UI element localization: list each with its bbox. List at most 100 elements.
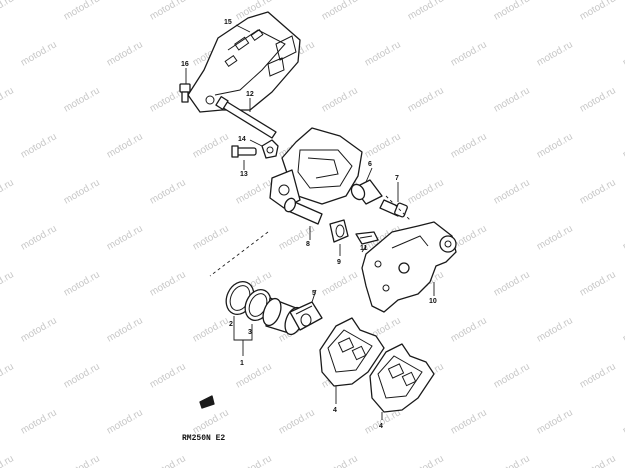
callout-7: 7 [395, 175, 399, 182]
watermark-text: motod.ru [492, 85, 532, 114]
watermark-text: motod.ru [19, 39, 59, 68]
callout-14: 14 [238, 136, 246, 143]
watermark-text: motod.ru [406, 177, 446, 206]
watermark-text: motod.ru [363, 39, 403, 68]
callout-15: 15 [224, 19, 232, 26]
callout-6: 6 [368, 161, 372, 168]
watermark-text: motod.ru [148, 0, 188, 23]
caliper-body [269, 127, 363, 209]
watermark-text: motod.ru [62, 0, 102, 23]
callout-9: 9 [337, 259, 341, 266]
callout-8: 8 [306, 241, 310, 248]
watermark-text: motod.ru [578, 361, 618, 390]
watermark-text: motod.ru [363, 131, 403, 160]
watermark-text: motod.ru [105, 407, 145, 436]
pin-boot [329, 219, 349, 243]
watermark-text: motod.ru [621, 315, 625, 344]
caliper-pin [215, 95, 277, 139]
watermark-text: motod.ru [191, 315, 231, 344]
watermark-text: motod.ru [0, 361, 16, 390]
caliper-bracket [361, 221, 457, 313]
bleeder-valve [231, 145, 257, 158]
callout-11: 11 [360, 245, 368, 252]
watermark-text: motod.ru [320, 269, 360, 298]
watermark-text: motod.ru [148, 177, 188, 206]
callout-10: 10 [429, 298, 437, 305]
callout-1: 1 [240, 360, 244, 367]
watermark-text: motod.ru [449, 407, 489, 436]
watermark-text: motod.ru [191, 131, 231, 160]
watermark-text: motod.ru [492, 453, 532, 468]
watermark-text: motod.ru [406, 0, 446, 23]
callout-16: 16 [181, 61, 189, 68]
watermark-text: motod.ru [191, 223, 231, 252]
watermark-text: motod.ru [62, 453, 102, 468]
watermark-text: motod.ru [234, 177, 274, 206]
watermark-text: motod.ru [535, 407, 575, 436]
watermark-text: motod.ru [578, 0, 618, 23]
callout-12: 12 [246, 91, 254, 98]
callout-2: 2 [229, 321, 233, 328]
callout-13: 13 [240, 171, 248, 178]
watermark-text: motod.ru [406, 453, 446, 468]
watermark-text: motod.ru [277, 223, 317, 252]
watermark-text: motod.ru [621, 223, 625, 252]
watermark-text: motod.ru [621, 39, 625, 68]
watermark-text: motod.ru [0, 453, 16, 468]
callout-4-outer: 4 [379, 423, 383, 430]
watermark-text: motod.ru [62, 177, 102, 206]
watermark-text: motod.ru [277, 407, 317, 436]
callout-3: 3 [248, 329, 252, 336]
watermark-text: motod.ru [0, 269, 16, 298]
watermark-text: motod.ru [0, 177, 16, 206]
slide-pin [283, 197, 323, 225]
watermark-text: motod.ru [621, 407, 625, 436]
watermark-text: motod.ru [578, 453, 618, 468]
watermark-text: motod.ru [363, 407, 403, 436]
watermark-text: motod.ru [578, 85, 618, 114]
watermark-text: motod.ru [492, 269, 532, 298]
watermark-text: motod.ru [449, 315, 489, 344]
watermark-text: motod.ru [234, 453, 274, 468]
watermark-text: motod.ru [62, 269, 102, 298]
watermark-text: motod.ru [148, 361, 188, 390]
watermark-text: motod.ru [621, 131, 625, 160]
slide-bolt [379, 199, 408, 218]
diagram-code: RM250N E2 [182, 434, 225, 443]
watermark-text: motod.ru [19, 131, 59, 160]
watermark-text: motod.ru [492, 0, 532, 23]
leader-lines [185, 24, 435, 420]
watermark-text: motod.ru [492, 361, 532, 390]
brake-pad-inner [319, 317, 385, 387]
watermark-text: motod.ru [492, 177, 532, 206]
pad-spring [355, 231, 379, 245]
sleeve [350, 179, 383, 205]
watermark-text: motod.ru [578, 269, 618, 298]
watermark-text: motod.ru [148, 453, 188, 468]
watermark-text: motod.ru [535, 131, 575, 160]
watermark-text: motod.ru [535, 39, 575, 68]
watermark-text: motod.ru [535, 223, 575, 252]
watermark-text: motod.ru [406, 85, 446, 114]
watermark-text: motod.ru [105, 131, 145, 160]
watermark-text: motod.ru [105, 315, 145, 344]
watermark-text: motod.ru [19, 223, 59, 252]
guard-bolt [179, 83, 191, 103]
watermark-text: motod.ru [0, 85, 16, 114]
watermark-text: motod.ru [320, 0, 360, 23]
bleeder-clip [261, 139, 279, 159]
caliper-guard [187, 11, 301, 113]
watermark-text: motod.ru [62, 361, 102, 390]
watermark-text: motod.ru [0, 0, 16, 23]
watermark-text: motod.ru [19, 407, 59, 436]
watermark-text: motod.ru [449, 131, 489, 160]
watermark-text: motod.ru [105, 39, 145, 68]
watermark-text: motod.ru [535, 315, 575, 344]
watermark-text: motod.ru [148, 269, 188, 298]
brake-pad-outer [369, 343, 435, 413]
watermark-text: motod.ru [105, 223, 145, 252]
watermark-text: motod.ru [191, 407, 231, 436]
